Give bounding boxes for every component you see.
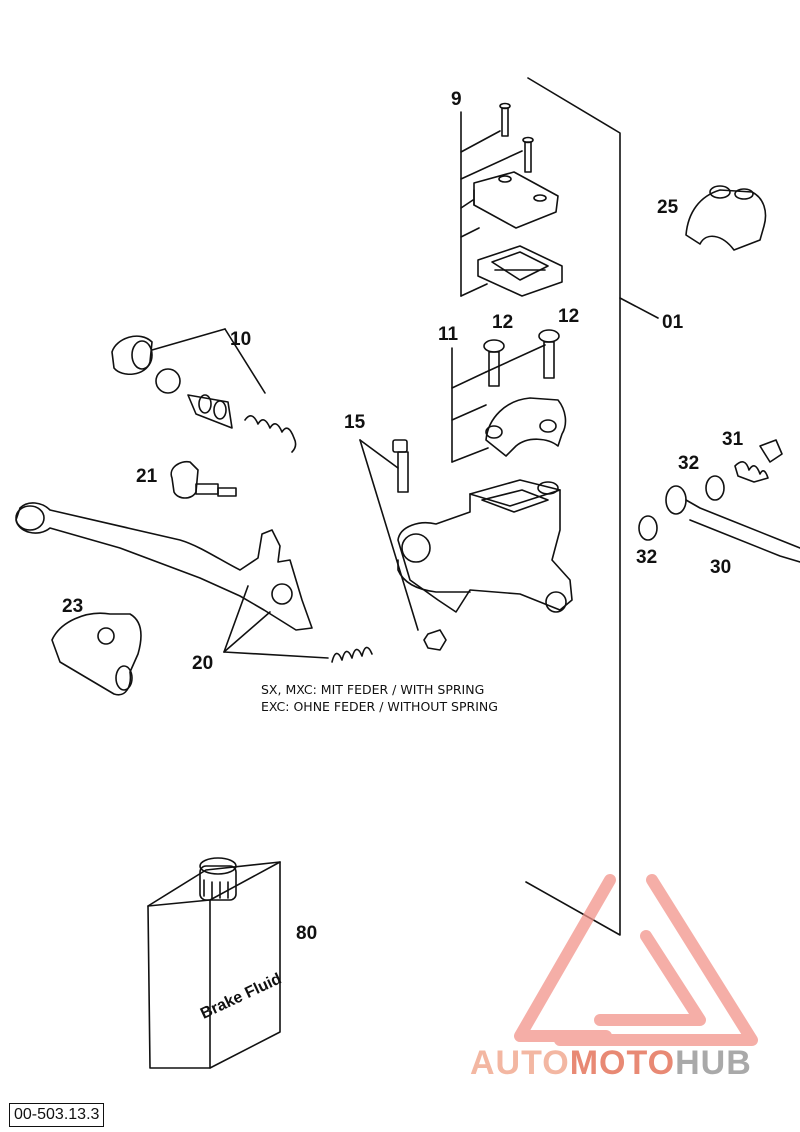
callout-9: 9 bbox=[451, 89, 462, 110]
callout-32-top: 32 bbox=[678, 453, 700, 474]
reservoir-diaphragm bbox=[477, 245, 563, 297]
watermark-part-1: AUTO bbox=[470, 1044, 570, 1082]
document-number: 00-503.13.3 bbox=[9, 1103, 105, 1127]
callout-25: 25 bbox=[657, 197, 679, 218]
spring-note: SX, MXC: MIT FEDER / WITH SPRING EXC: OH… bbox=[261, 682, 498, 716]
cover-screws bbox=[460, 102, 534, 297]
pivot-bolt-15 bbox=[359, 439, 447, 651]
spring-note-line-1: SX, MXC: MIT FEDER / WITH SPRING bbox=[261, 682, 485, 697]
master-cylinder-body bbox=[397, 479, 573, 613]
watermark-part-3: HUB bbox=[675, 1044, 752, 1082]
bottle-label-text: Brake Fluid bbox=[198, 970, 284, 1022]
callout-15: 15 bbox=[344, 412, 366, 433]
piston-kit-10 bbox=[111, 328, 297, 453]
watermark-text: AUTOMOTOHUB bbox=[470, 1046, 752, 1080]
reservoir-cover bbox=[473, 171, 559, 229]
lever-guard-23 bbox=[51, 612, 142, 696]
callout-23: 23 bbox=[62, 596, 84, 617]
brake-fluid-bottle-80 bbox=[147, 857, 281, 1069]
callout-31: 31 bbox=[722, 429, 744, 450]
watermark-part-2: MOTO bbox=[569, 1044, 676, 1082]
brake-hose-assembly bbox=[638, 439, 800, 563]
hand-lever-20 bbox=[15, 502, 373, 663]
adjuster-screw-21 bbox=[170, 460, 237, 499]
callout-20: 20 bbox=[192, 653, 214, 674]
callout-11: 11 bbox=[438, 324, 459, 345]
callout-30: 30 bbox=[710, 557, 732, 578]
callout-80: 80 bbox=[296, 923, 318, 944]
callout-12-left: 12 bbox=[492, 312, 514, 333]
clamp-bolts bbox=[451, 329, 567, 463]
callout-01: 01 bbox=[662, 312, 684, 333]
callout-10: 10 bbox=[230, 329, 252, 350]
assembly-bracket-01 bbox=[525, 77, 659, 936]
callout-12-right: 12 bbox=[558, 306, 580, 327]
watermark-logo bbox=[514, 874, 758, 1046]
handlebar-clamp-25 bbox=[685, 185, 767, 251]
spring-note-line-2: EXC: OHNE FEDER / WITHOUT SPRING bbox=[261, 698, 498, 714]
callout-21: 21 bbox=[136, 466, 158, 487]
callout-32-bottom: 32 bbox=[636, 547, 658, 568]
